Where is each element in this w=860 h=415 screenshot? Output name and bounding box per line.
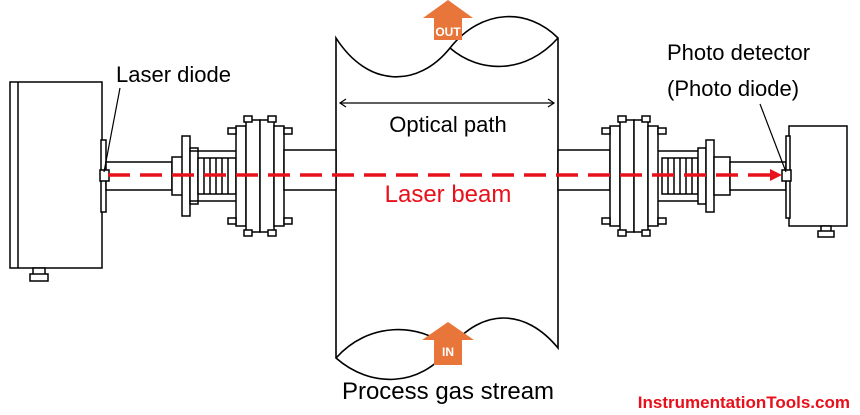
process-gas-stream-label: Process gas stream — [342, 378, 554, 405]
laser-beam — [108, 169, 782, 181]
in-arrow: IN — [422, 322, 474, 365]
optical-path-dimension — [338, 98, 556, 108]
process-pipe — [335, 15, 559, 381]
in-arrow-label: IN — [442, 345, 454, 359]
photo-detector-housing — [788, 125, 848, 227]
laser-beam-label: Laser beam — [385, 181, 512, 208]
photo-detector-label-line2: (Photo diode) — [667, 76, 799, 101]
leader-lines — [103, 87, 787, 173]
optical-path-label: Optical path — [389, 112, 506, 137]
laser-beam-arrowhead — [770, 169, 782, 181]
out-arrow: OUT — [423, 0, 473, 40]
photo-detector-label-line1: Photo detector — [667, 40, 810, 65]
out-arrow-label: OUT — [435, 25, 461, 39]
photo-detector-leader — [759, 103, 787, 173]
left-assembly — [9, 81, 337, 282]
photo-diode-sensor — [781, 169, 792, 182]
laser-diode-housing — [9, 81, 103, 269]
laser-diode-leader — [103, 87, 121, 173]
laser-diode-label: Laser diode — [116, 62, 231, 87]
watermark: InstrumentationTools.com — [638, 393, 850, 412]
